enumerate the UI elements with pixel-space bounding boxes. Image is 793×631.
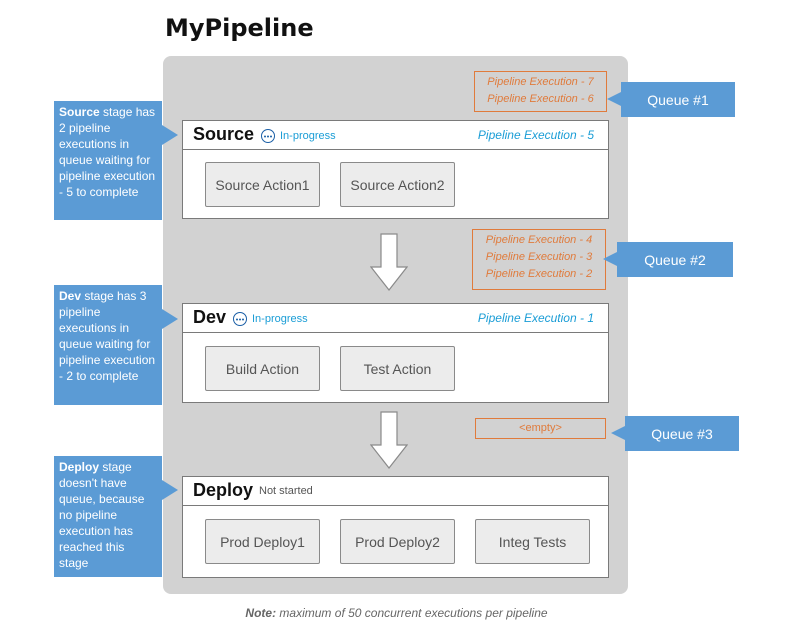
callout-source: Source stage has 2 pipeline executions i… (54, 101, 178, 220)
queue-label-2: Queue #2 (603, 242, 733, 277)
callout-text: stage has 2 pipeline executions in queue… (59, 105, 156, 199)
note-label: Note: (245, 606, 277, 620)
callout-bold: Deploy (59, 460, 100, 474)
status-text: In-progress (280, 130, 336, 142)
queue-label-3: Queue #3 (611, 416, 739, 451)
stage-name: Dev (193, 307, 227, 327)
stage-header: Dev In-progress Pipeline Execution - 1 (183, 304, 608, 333)
queue-item: Pipeline Execution - 2 (485, 268, 593, 280)
pipeline-title: MyPipeline (165, 14, 314, 42)
status-text: In-progress (252, 313, 308, 325)
stage-dev: Dev In-progress Pipeline Execution - 1 B… (182, 303, 609, 403)
queue-box-3: <empty> (475, 418, 606, 439)
action-prod-deploy1[interactable]: Prod Deploy1 (205, 519, 320, 564)
action-test-action[interactable]: Test Action (340, 346, 455, 391)
action-integ-tests[interactable]: Integ Tests (475, 519, 590, 564)
action-source-action2[interactable]: Source Action2 (340, 162, 455, 207)
stage-header: Deploy Not started (183, 477, 608, 506)
queue-item: Pipeline Execution - 7 (487, 76, 594, 88)
callout-bold: Dev (59, 289, 82, 303)
action-source-action1[interactable]: Source Action1 (205, 162, 320, 207)
queue-box-2: Pipeline Execution - 4 Pipeline Executio… (472, 229, 606, 290)
callout-deploy: Deploy stage doesn't have queue, because… (54, 456, 178, 577)
stage-status: In-progress (233, 312, 308, 326)
callout-dev: Dev stage has 3 pipeline executions in q… (54, 285, 178, 405)
footer-note: Note: maximum of 50 concurrent execution… (0, 606, 793, 620)
stage-source: Source In-progress Pipeline Execution - … (182, 120, 609, 219)
status-text: Not started (259, 485, 313, 497)
current-execution: Pipeline Execution - 1 (477, 311, 594, 325)
stage-name: Source (193, 124, 255, 144)
note-text: maximum of 50 concurrent executions per … (276, 606, 548, 620)
callout-text: stage doesn't have queue, because no pip… (59, 460, 145, 570)
queue-item: Pipeline Execution - 3 (485, 251, 593, 263)
stage-deploy: Deploy Not started Prod Deploy1 Prod Dep… (182, 476, 609, 578)
down-arrow-icon (370, 411, 408, 469)
stage-header: Source In-progress Pipeline Execution - … (183, 121, 608, 150)
in-progress-icon (261, 129, 275, 143)
stage-status: In-progress (261, 129, 336, 143)
queue-label-1: Queue #1 (607, 82, 735, 117)
stage-name: Deploy (193, 480, 254, 500)
in-progress-icon (233, 312, 247, 326)
stage-status: Not started (259, 485, 313, 497)
queue-item: <empty> (519, 422, 562, 434)
callout-text: stage has 3 pipeline executions in queue… (59, 289, 156, 383)
current-execution: Pipeline Execution - 5 (477, 128, 594, 142)
queue-box-1: Pipeline Execution - 7 Pipeline Executio… (474, 71, 607, 112)
action-prod-deploy2[interactable]: Prod Deploy2 (340, 519, 455, 564)
callout-bold: Source (59, 105, 100, 119)
action-build-action[interactable]: Build Action (205, 346, 320, 391)
down-arrow-icon (370, 233, 408, 291)
queue-item: Pipeline Execution - 4 (485, 234, 593, 246)
queue-item: Pipeline Execution - 6 (487, 93, 594, 105)
